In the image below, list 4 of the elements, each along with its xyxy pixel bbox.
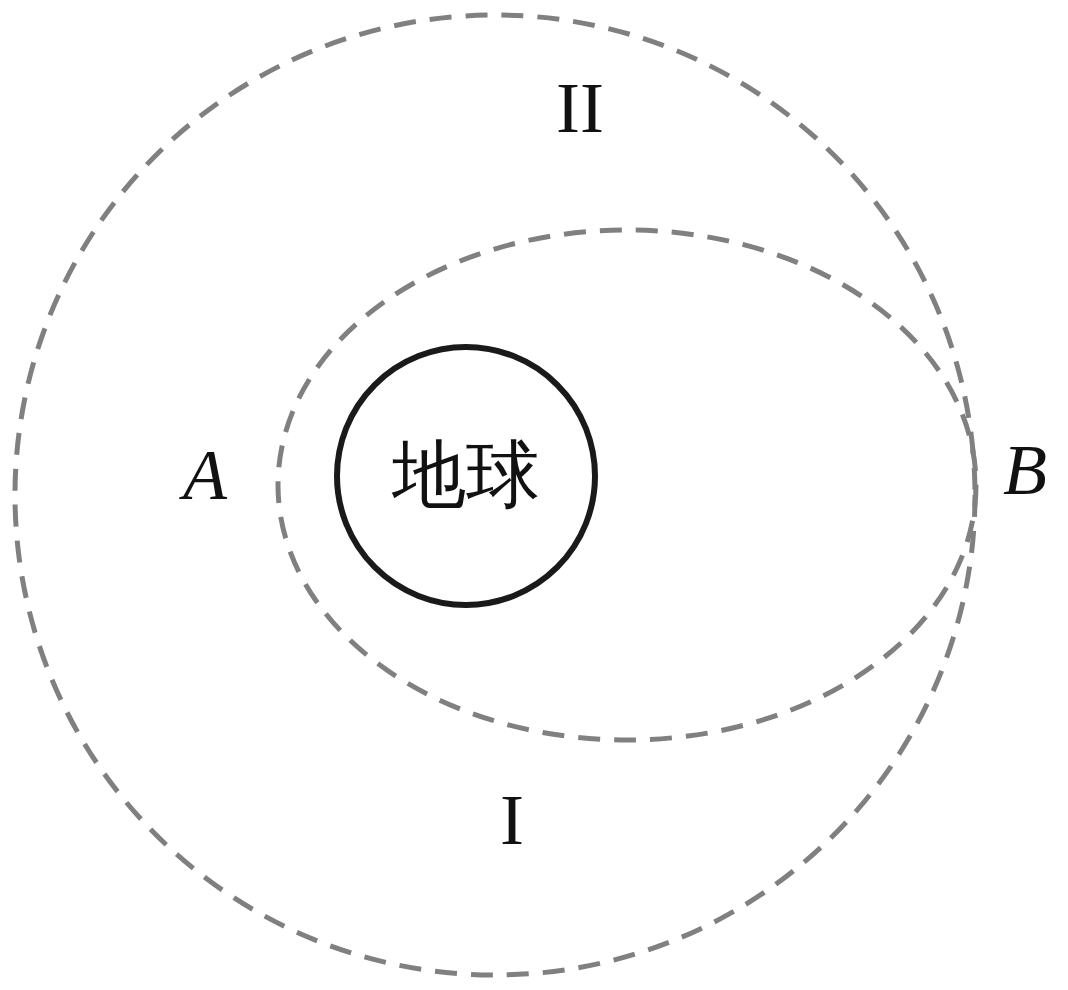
orbit-label: II [556, 72, 604, 144]
earth-circle: 地球 [334, 344, 598, 608]
point-label: B [1003, 434, 1047, 506]
orbit-label: I [500, 784, 524, 856]
